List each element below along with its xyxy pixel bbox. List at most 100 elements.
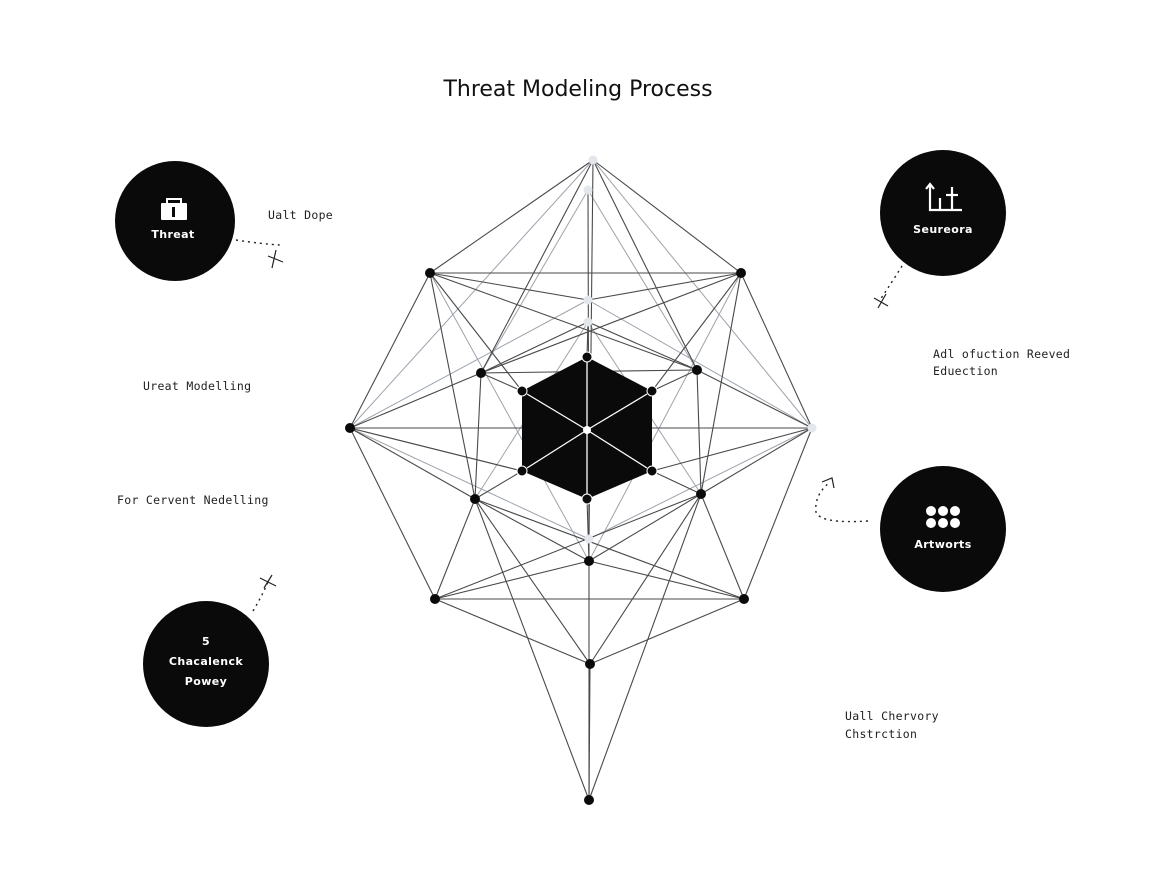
network-edge: [480, 321, 589, 374]
network-edge: [588, 560, 745, 600]
network-edge: [589, 598, 745, 665]
network-edge: [429, 272, 698, 371]
grid-dots-icon: [926, 506, 960, 528]
network-node: [584, 795, 594, 805]
central-network-graph: [345, 155, 817, 805]
central-hexagon: [516, 351, 658, 505]
network-edge: [588, 493, 702, 562]
network-node: [739, 594, 749, 604]
network-edge: [474, 498, 590, 801]
network-edge: [349, 427, 590, 540]
node-threat-label: Threat: [151, 228, 194, 241]
network-node: [583, 295, 593, 305]
network-edge: [592, 159, 698, 371]
network-edge: [700, 427, 813, 495]
network-node: [696, 489, 706, 499]
network-edge: [592, 159, 813, 429]
network-edge: [743, 427, 813, 600]
network-edge: [480, 189, 589, 374]
network-node: [345, 423, 355, 433]
network-edge: [589, 493, 702, 665]
annotation-for-cervent: For Cervent Nedelling: [117, 493, 269, 507]
network-node: [588, 155, 598, 165]
network-edge: [587, 321, 698, 371]
network-edge: [651, 369, 698, 392]
annotation-adl-line2: Eduection: [933, 364, 998, 378]
network-node: [430, 594, 440, 604]
network-edge: [349, 272, 431, 429]
network-edge: [474, 498, 591, 665]
network-edge: [587, 189, 698, 371]
network-node: [476, 368, 486, 378]
network-node: [584, 556, 594, 566]
network-edge: [434, 560, 590, 600]
network-node: [583, 317, 593, 327]
network-edge: [592, 159, 742, 274]
network-edge: [480, 372, 523, 392]
node-artworts[interactable]: Artworts: [880, 466, 1006, 592]
connector-seureora: [873, 265, 903, 309]
network-edge: [587, 272, 742, 301]
network-node: [470, 494, 480, 504]
network-edge: [429, 272, 590, 562]
network-node: [585, 659, 595, 669]
network-edge: [480, 159, 594, 374]
network-edge: [740, 272, 813, 429]
node-chacalenck-line2: Powey: [185, 675, 227, 688]
network-node: [425, 268, 435, 278]
network-edge: [587, 299, 813, 429]
network-edge: [429, 272, 523, 392]
network-edge: [349, 372, 482, 429]
network-edge: [651, 427, 813, 472]
network-node: [583, 185, 593, 195]
network-node: [584, 534, 594, 544]
connector-artworts: [815, 477, 869, 523]
network-edge: [474, 372, 482, 500]
node-seureora-label: Seureora: [913, 223, 973, 236]
annotation-adl-line1: Adl ofuction Reeved: [933, 347, 1070, 361]
network-edge: [429, 272, 589, 301]
network-edge: [474, 498, 590, 562]
connector-chacalenck: [252, 574, 277, 612]
chart-icon: [925, 182, 962, 212]
network-edge: [700, 493, 745, 600]
network-edge: [349, 427, 523, 472]
network-edge: [474, 470, 523, 500]
network-edge: [349, 427, 436, 600]
network-edge: [429, 159, 594, 274]
network-edge: [349, 299, 589, 429]
briefcase-icon: [161, 198, 187, 220]
annotation-ualt-dope: Ualt Dope: [268, 208, 333, 222]
network-edge: [588, 493, 702, 801]
annotation-ureat-modelling: Ureat Modelling: [143, 379, 251, 393]
network-edge: [480, 272, 742, 374]
node-chacalenck-number: 5: [202, 635, 210, 648]
network-edge: [434, 498, 476, 600]
network-edge: [586, 498, 590, 562]
network-edge: [651, 470, 702, 495]
network-edge: [429, 272, 476, 500]
network-node: [807, 423, 817, 433]
annotation-uall-line1: Uall Chervory: [845, 709, 939, 723]
connector-threat: [235, 239, 284, 269]
network-edge: [349, 159, 594, 429]
network-edge: [434, 493, 702, 600]
network-edge: [349, 427, 476, 500]
node-artworts-label: Artworts: [914, 538, 971, 551]
network-edge: [588, 272, 742, 562]
network-node: [692, 365, 702, 375]
network-edge: [651, 272, 742, 392]
annotation-uall-line2: Chstrction: [845, 727, 917, 741]
node-chacalenck-line1: Chacalenck: [169, 655, 243, 668]
node-threat[interactable]: Threat: [115, 161, 235, 281]
network-edge: [434, 598, 591, 665]
node-chacalenck[interactable]: 5 Chacalenck Powey: [143, 601, 269, 727]
diagram-title: Threat Modeling Process: [442, 77, 712, 102]
node-seureora[interactable]: Seureora: [880, 150, 1006, 276]
network-edge: [700, 272, 742, 495]
network-edge: [696, 369, 702, 495]
network-node: [736, 268, 746, 278]
network-edge: [696, 369, 813, 429]
network-edge: [586, 321, 589, 358]
